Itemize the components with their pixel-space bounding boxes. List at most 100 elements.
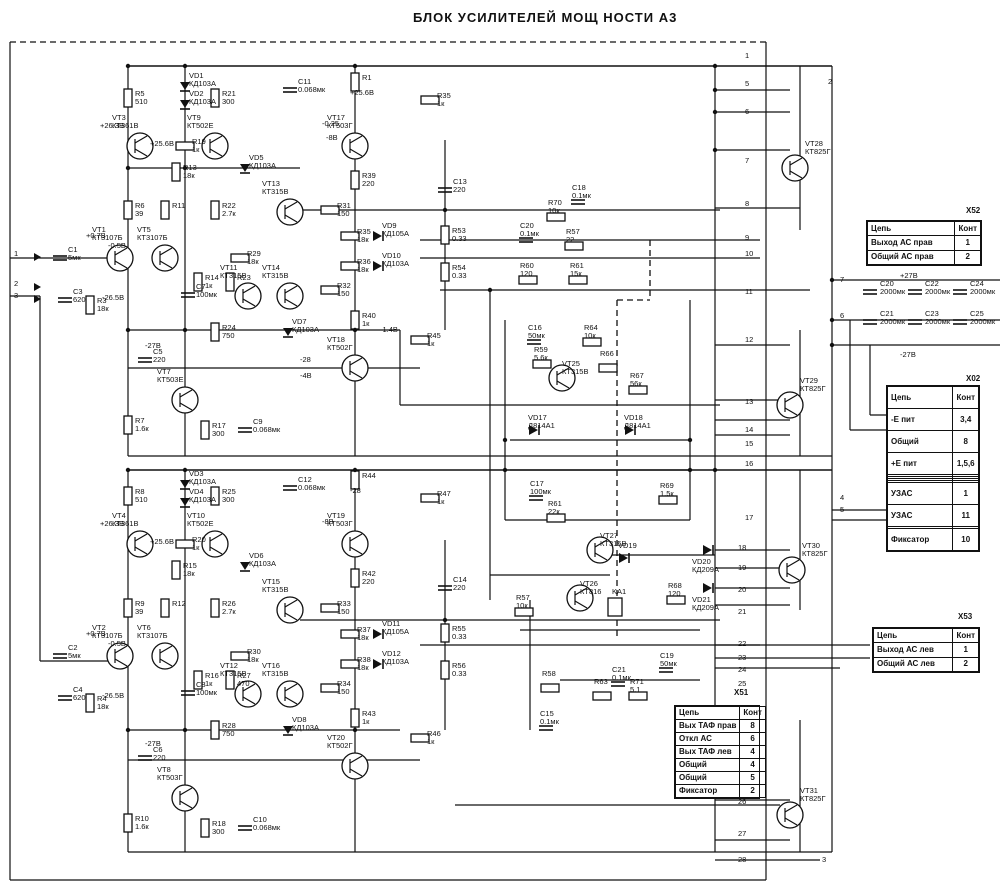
lower-transistor-1-collector — [209, 533, 223, 542]
upper-resistor-6-value: 2.7к — [222, 209, 236, 218]
upper-transistor-9-value: КТ503Е — [157, 375, 183, 384]
lower-transistor-5-value: КТ315В — [262, 585, 288, 594]
protection-part-3-ref: R57 — [566, 227, 580, 236]
junction-dot — [829, 317, 835, 323]
wire-number-9: 9 — [745, 233, 749, 242]
upper-capacitor-5-value: 0.068мк — [298, 85, 326, 94]
upper-resistor-20-value: 150 — [337, 289, 350, 298]
protection-part-3-body — [564, 241, 584, 251]
protection-part-26-ref: R71 — [630, 677, 644, 686]
protection-part-1-value: 10к — [548, 206, 560, 215]
wire-number-12: 12 — [745, 335, 753, 344]
protection-part-11-value: 56к — [630, 379, 642, 388]
wire-number-15: 15 — [745, 439, 753, 448]
lower-resistor-2-body — [171, 560, 181, 580]
upper-resistor-9-ref: R23 — [237, 273, 251, 282]
protection-part-14-ref: C17 — [530, 479, 544, 488]
upper-transistor-6-collector — [284, 285, 298, 294]
output-device-5-ref: VD21 — [692, 595, 711, 604]
table-cell: 10 — [952, 528, 979, 551]
output-device-1-value: КТ825Г — [800, 384, 826, 393]
connector-x51-tag: X51 — [734, 688, 749, 697]
lower-diode-1-ref: VD4 — [189, 487, 204, 496]
lower-transistor-4-emitter — [242, 696, 256, 705]
lower-resistor-22-body — [440, 660, 450, 680]
protection-part-17-symbol — [586, 536, 614, 564]
upper-resistor-1-body — [175, 141, 195, 151]
junction-dot — [442, 207, 448, 213]
lower-resistor-10-ref: R28 — [222, 721, 236, 730]
lower-resistor-3-body — [210, 486, 220, 506]
lower-transistor-2-collector — [114, 645, 128, 654]
lower-resistor-1-body — [175, 539, 195, 549]
upper-resistor-5-body — [160, 200, 170, 220]
protection-part-13-ref: VD18 — [624, 413, 643, 422]
lower-resistor-13-body — [200, 818, 210, 838]
upper-resistor-7-body — [230, 253, 250, 263]
upper-transistor-1-collector — [209, 135, 223, 144]
upper-voltage-label: -27В — [145, 341, 161, 350]
lower-diode-3-value: КД103А — [292, 723, 319, 732]
upper-transistor-6-value: КТ315В — [262, 271, 288, 280]
upper-transistor-8-value: КТ502Г — [327, 343, 353, 352]
upper-resistor-16-ref: R39 — [362, 171, 376, 180]
upper-transistor-7-emitter — [349, 148, 363, 157]
output-device-5-value: КД209А — [692, 603, 719, 612]
upper-transistor-9-symbol — [171, 386, 199, 414]
lower-diode-3-body — [283, 726, 293, 734]
protection-part-19-ref: VT26 — [580, 579, 598, 588]
component-labels: VT3КТ361ВVT9КТ502ЕVT1КТ3107БVT5КТ3107БVT… — [14, 51, 996, 864]
lower-resistor-14-ref: R44 — [362, 471, 376, 480]
lower-capacitor-1-ref: C4 — [73, 685, 83, 694]
junction-dot — [182, 165, 188, 171]
table-cell: Цепь — [886, 386, 954, 409]
table-row: Общий АС прав 2 — [866, 249, 981, 266]
lower-capacitor-3-value: 100мк — [196, 688, 218, 697]
lower-resistor-0-body — [123, 486, 133, 506]
protection-part-9-symbol — [548, 364, 576, 392]
input-terminal-arrow — [34, 253, 41, 261]
table-cell: УЗАС — [886, 504, 954, 527]
upper-capacitor-0-value: 5мк — [68, 253, 81, 262]
junction-dot — [829, 277, 835, 283]
wire-number-7: 7 — [840, 275, 844, 284]
junction-dot — [182, 63, 188, 69]
upper-resistor-0-ref: R5 — [135, 89, 145, 98]
table-cell: 11 — [952, 504, 979, 527]
upper-voltage-label: -4В — [300, 371, 312, 380]
protection-part-17-ref: VT27 — [600, 531, 618, 540]
lower-voltage-label: -27В — [145, 739, 161, 748]
junction-dot — [125, 327, 131, 333]
upper-diode-1-body — [180, 100, 190, 108]
table-cell: Общий — [674, 758, 741, 772]
upper-transistor-3-value: КТ3107Б — [137, 233, 168, 242]
upper-transistor-3-symbol — [151, 244, 179, 272]
lower-transistor-3-emitter — [159, 658, 173, 667]
lower-resistor-6-ref: R26 — [222, 599, 236, 608]
junction-dot — [712, 109, 718, 115]
lower-resistor-24-ref: R46 — [427, 729, 441, 738]
junction-dot — [712, 63, 718, 69]
lower-diode-4-body — [373, 629, 382, 639]
junction-dot — [442, 617, 448, 623]
lower-resistor-0-value: 510 — [135, 495, 148, 504]
lower-transistor-2-symbol — [106, 642, 134, 670]
lower-resistor-20-value: 150 — [337, 687, 350, 696]
lower-diode-5-body — [373, 659, 382, 669]
upper-resistor-21-value: 0.33 — [452, 234, 467, 243]
supply-negative-label: -27В — [900, 350, 916, 359]
wire-number-25: 25 — [738, 679, 746, 688]
protection-part-8-value: 5.6к — [534, 353, 548, 362]
lower-resistor-17-value: 150 — [337, 607, 350, 616]
lower-voltage-label: -8В — [322, 517, 334, 526]
lower-resistor-15-value: 1к — [437, 497, 445, 506]
upper-transistor-4-symbol — [234, 282, 262, 310]
upper-resistor-15-value: 1к — [437, 99, 445, 108]
lower-capacitor-4-value: 0.068мк — [253, 823, 281, 832]
lower-transistor-7-collector — [349, 533, 363, 542]
protection-part-1-body — [546, 212, 566, 222]
lower-resistor-5-body — [160, 598, 170, 618]
upper-transistor-9-collector — [179, 389, 193, 398]
